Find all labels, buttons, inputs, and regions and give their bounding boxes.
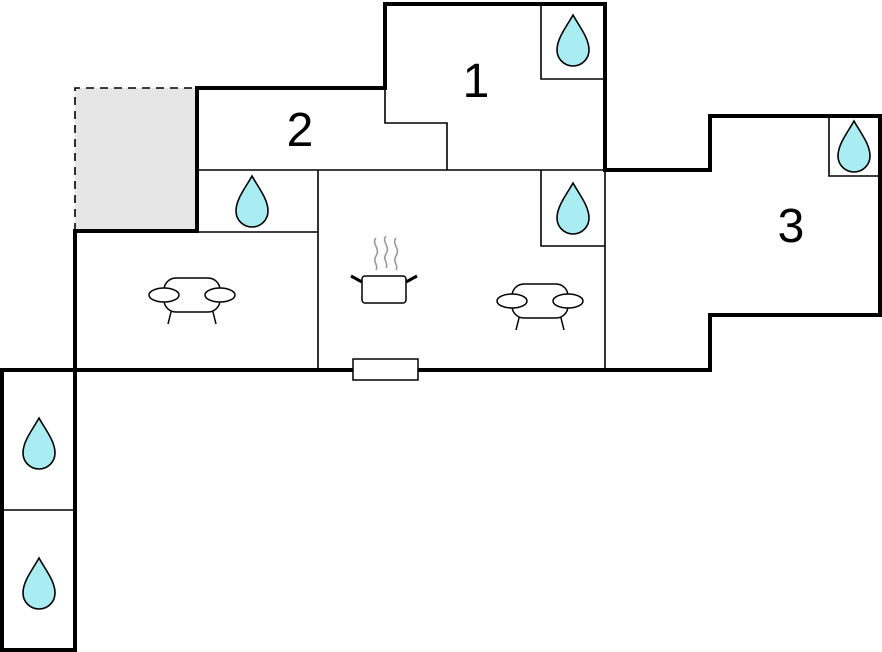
room-label-1: 1 — [463, 55, 490, 108]
water-drop-icon — [235, 174, 269, 228]
terrace-area — [74, 87, 197, 231]
fireplace-icon — [352, 358, 419, 381]
water-drop-icon — [22, 556, 56, 610]
water-drop-icon — [556, 181, 590, 235]
water-drop-icon — [837, 119, 871, 173]
interior-walls — [2, 4, 880, 511]
water-drop-icon — [22, 416, 56, 470]
room-label-3: 3 — [778, 200, 805, 253]
cooking-pot-icon — [350, 235, 418, 304]
sofa-icon — [496, 283, 584, 331]
sofa-icon — [148, 277, 236, 325]
water-drop-icon — [556, 13, 590, 67]
room-label-2: 2 — [287, 104, 314, 157]
